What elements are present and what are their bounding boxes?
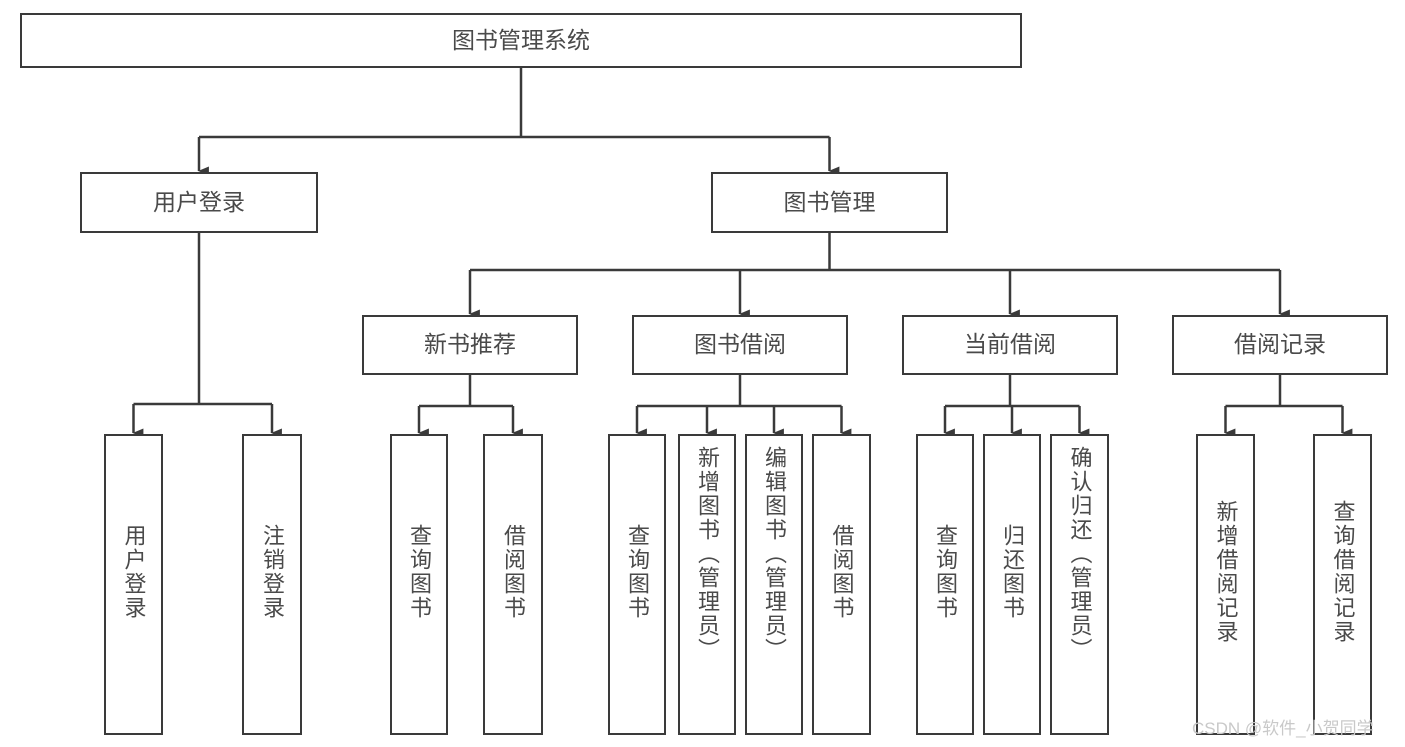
node-label: 归还图书 [1000,524,1025,620]
node-label: 新增图书（管理员） [695,446,720,662]
node-leaf-cur-1: 查询图书 [916,434,974,735]
node-leaf-new-2: 借阅图书 [483,434,543,735]
node-label: 新增借阅记录 [1213,500,1239,644]
node-leaf-borrow-1: 查询图书 [608,434,666,735]
node-label: 用户登录 [153,188,245,215]
node-label: 借阅记录 [1234,331,1326,358]
node-current: 当前借阅 [902,315,1118,375]
node-leaf-new-1: 查询图书 [390,434,448,735]
node-label: 编辑图书（管理员） [762,446,787,662]
node-leaf-borrow-4: 借阅图书 [812,434,871,735]
node-label: 图书管理 [783,188,876,215]
node-label: 当前借阅 [964,331,1056,358]
node-label: 注销登录 [260,524,285,620]
node-leaf-login-1: 用户登录 [104,434,163,735]
watermark-text: CSDN @软件_小贺同学 [1192,719,1374,738]
node-label: 新书推荐 [424,331,516,358]
node-leaf-login-2: 注销登录 [242,434,302,735]
node-leaf-cur-3: 确认归还（管理员） [1050,434,1109,735]
node-leaf-rec-2: 查询借阅记录 [1313,434,1372,735]
node-label: 图书借阅 [694,331,786,358]
node-label: 查询借阅记录 [1330,500,1356,644]
node-label: 借阅图书 [501,524,526,620]
node-root: 图书管理系统 [20,13,1022,68]
node-label: 借阅图书 [829,524,855,620]
node-label: 查询图书 [407,524,432,620]
node-bookmgmt: 图书管理 [711,172,948,233]
node-label: 图书管理系统 [452,26,590,53]
node-label: 查询图书 [625,524,650,620]
node-label: 用户登录 [121,524,147,620]
node-leaf-rec-1: 新增借阅记录 [1196,434,1255,735]
node-records: 借阅记录 [1172,315,1388,375]
node-login: 用户登录 [80,172,318,233]
node-leaf-borrow-2: 新增图书（管理员） [678,434,736,735]
node-borrow: 图书借阅 [632,315,848,375]
node-newbook: 新书推荐 [362,315,578,375]
node-label: 确认归还（管理员） [1067,446,1093,662]
node-leaf-cur-2: 归还图书 [983,434,1041,735]
node-label: 查询图书 [933,524,958,620]
node-leaf-borrow-3: 编辑图书（管理员） [745,434,803,735]
